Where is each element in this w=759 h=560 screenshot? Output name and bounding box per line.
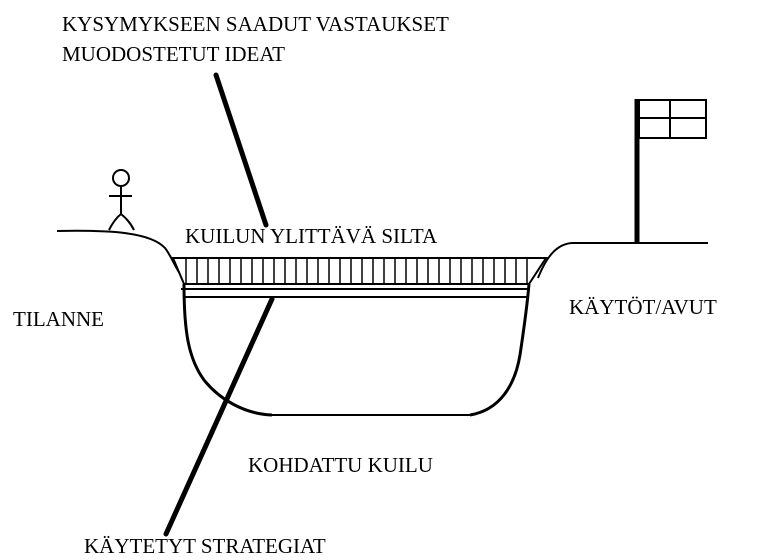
- person-figure: [108, 169, 135, 231]
- answers-label: KYSYMYKSEEN SAADUT VASTAUKSET: [62, 12, 449, 36]
- uses-label: KÄYTÖT/AVUT: [569, 295, 717, 319]
- pointer-strategies: [163, 296, 275, 537]
- gap-outline: [182, 283, 531, 417]
- bridge-railing: [185, 259, 528, 283]
- bridge-label: KUILUN YLITTÄVÄ SILTA: [185, 224, 438, 248]
- left-ground: [56, 229, 184, 279]
- gap-label: KOHDATTU KUILU: [248, 453, 433, 477]
- flag: [634, 99, 707, 243]
- ideas-label: MUODOSTETUT IDEAT: [62, 42, 286, 66]
- situation-label: TILANNE: [13, 307, 104, 331]
- strategies-label: KÄYTETYT STRATEGIAT: [84, 534, 326, 558]
- right-ground: [537, 242, 708, 279]
- bridge: [171, 257, 548, 298]
- pointer-answers: [213, 72, 269, 228]
